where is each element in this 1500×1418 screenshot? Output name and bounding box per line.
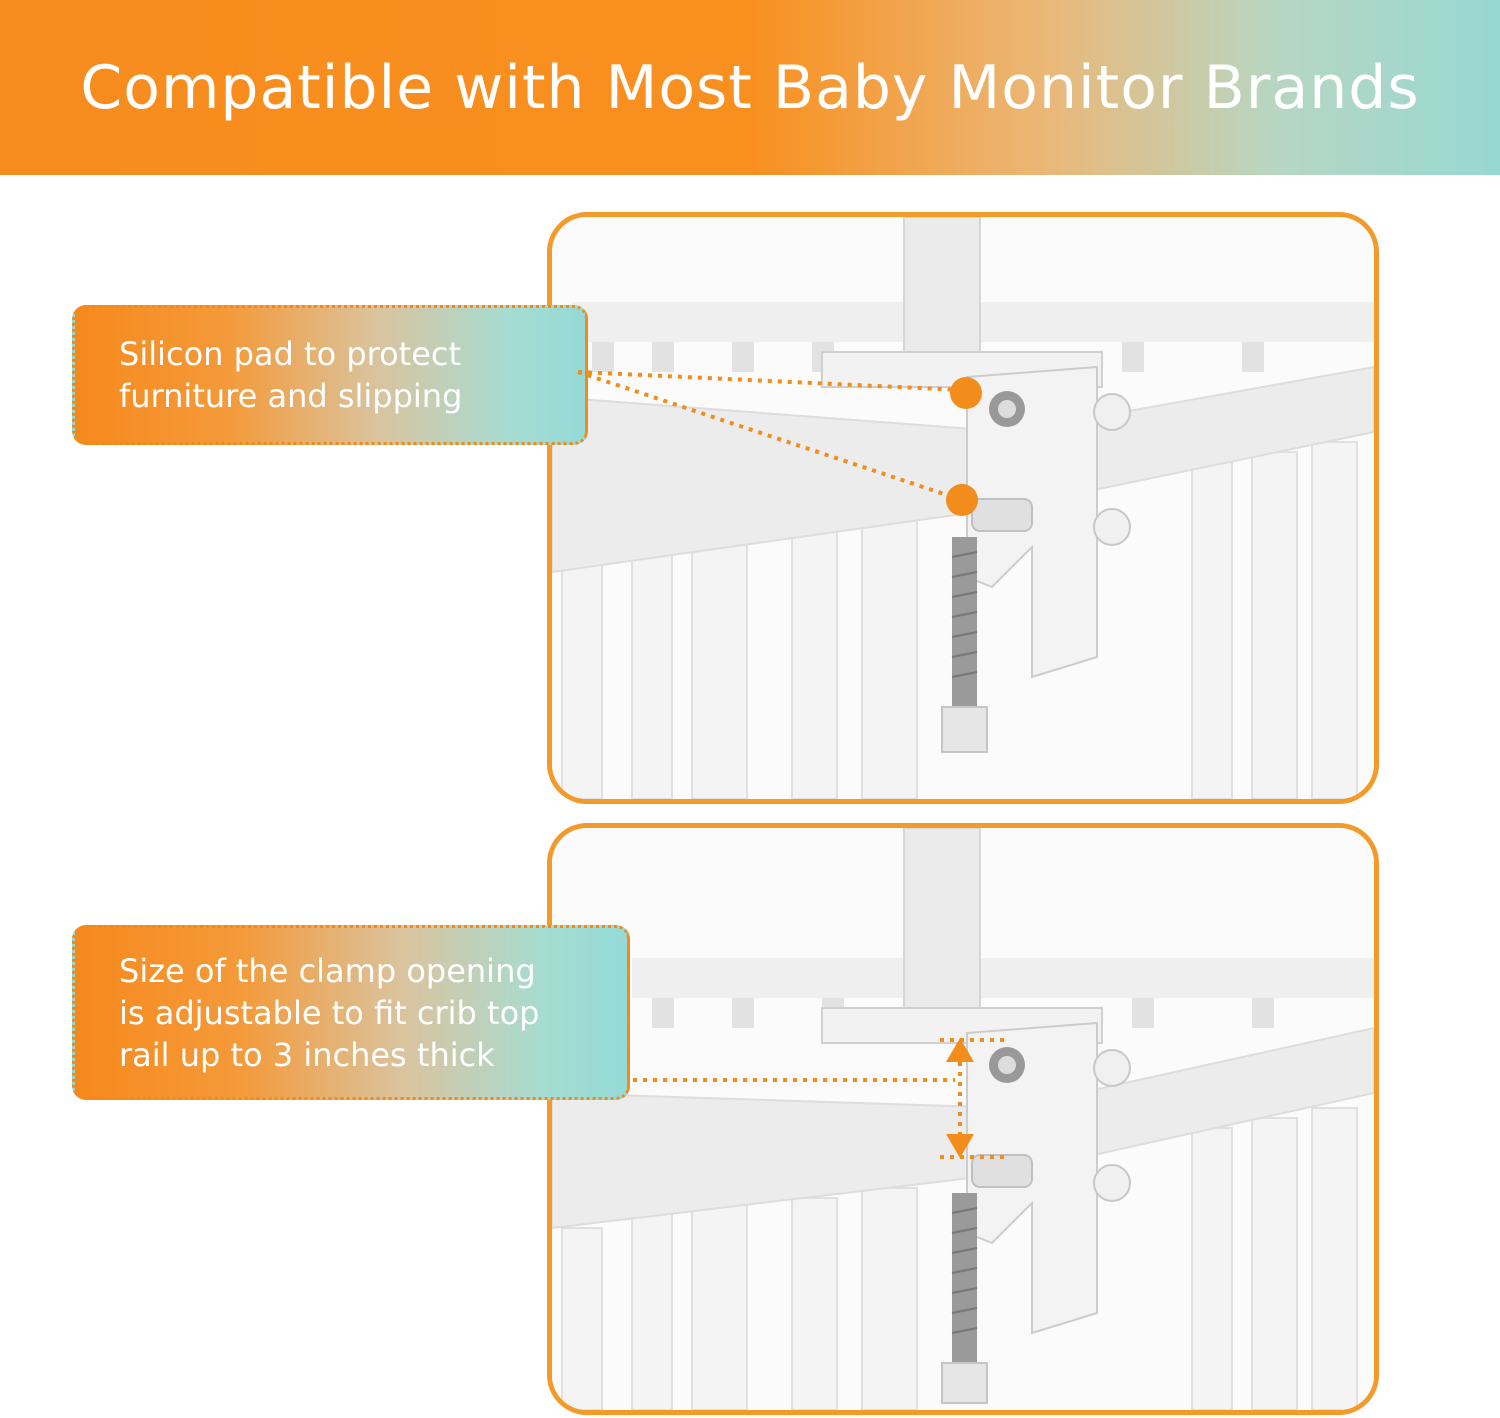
- title-banner: Compatible with Most Baby Monitor Brands: [0, 0, 1500, 175]
- callout-line: Size of the clamp opening: [119, 951, 536, 990]
- clamp-photo-top: [547, 212, 1379, 804]
- callout-line: furniture and slipping: [119, 377, 463, 415]
- callout-line: is adjustable to fit crib top: [119, 993, 540, 1032]
- callout-silicon-pad: Silicon pad to protect furniture and sli…: [72, 305, 588, 445]
- callout-line: rail up to 3 inches thick: [119, 1035, 495, 1074]
- callout-line: Silicon pad to protect: [119, 335, 462, 373]
- clamp-photo-bottom: [547, 823, 1379, 1415]
- clamp-illustration-top: [552, 217, 1374, 799]
- clamp-illustration-bottom: [552, 828, 1374, 1410]
- callout-clamp-opening: Size of the clamp opening is adjustable …: [72, 925, 630, 1100]
- page-title: Compatible with Most Baby Monitor Brands: [80, 52, 1420, 123]
